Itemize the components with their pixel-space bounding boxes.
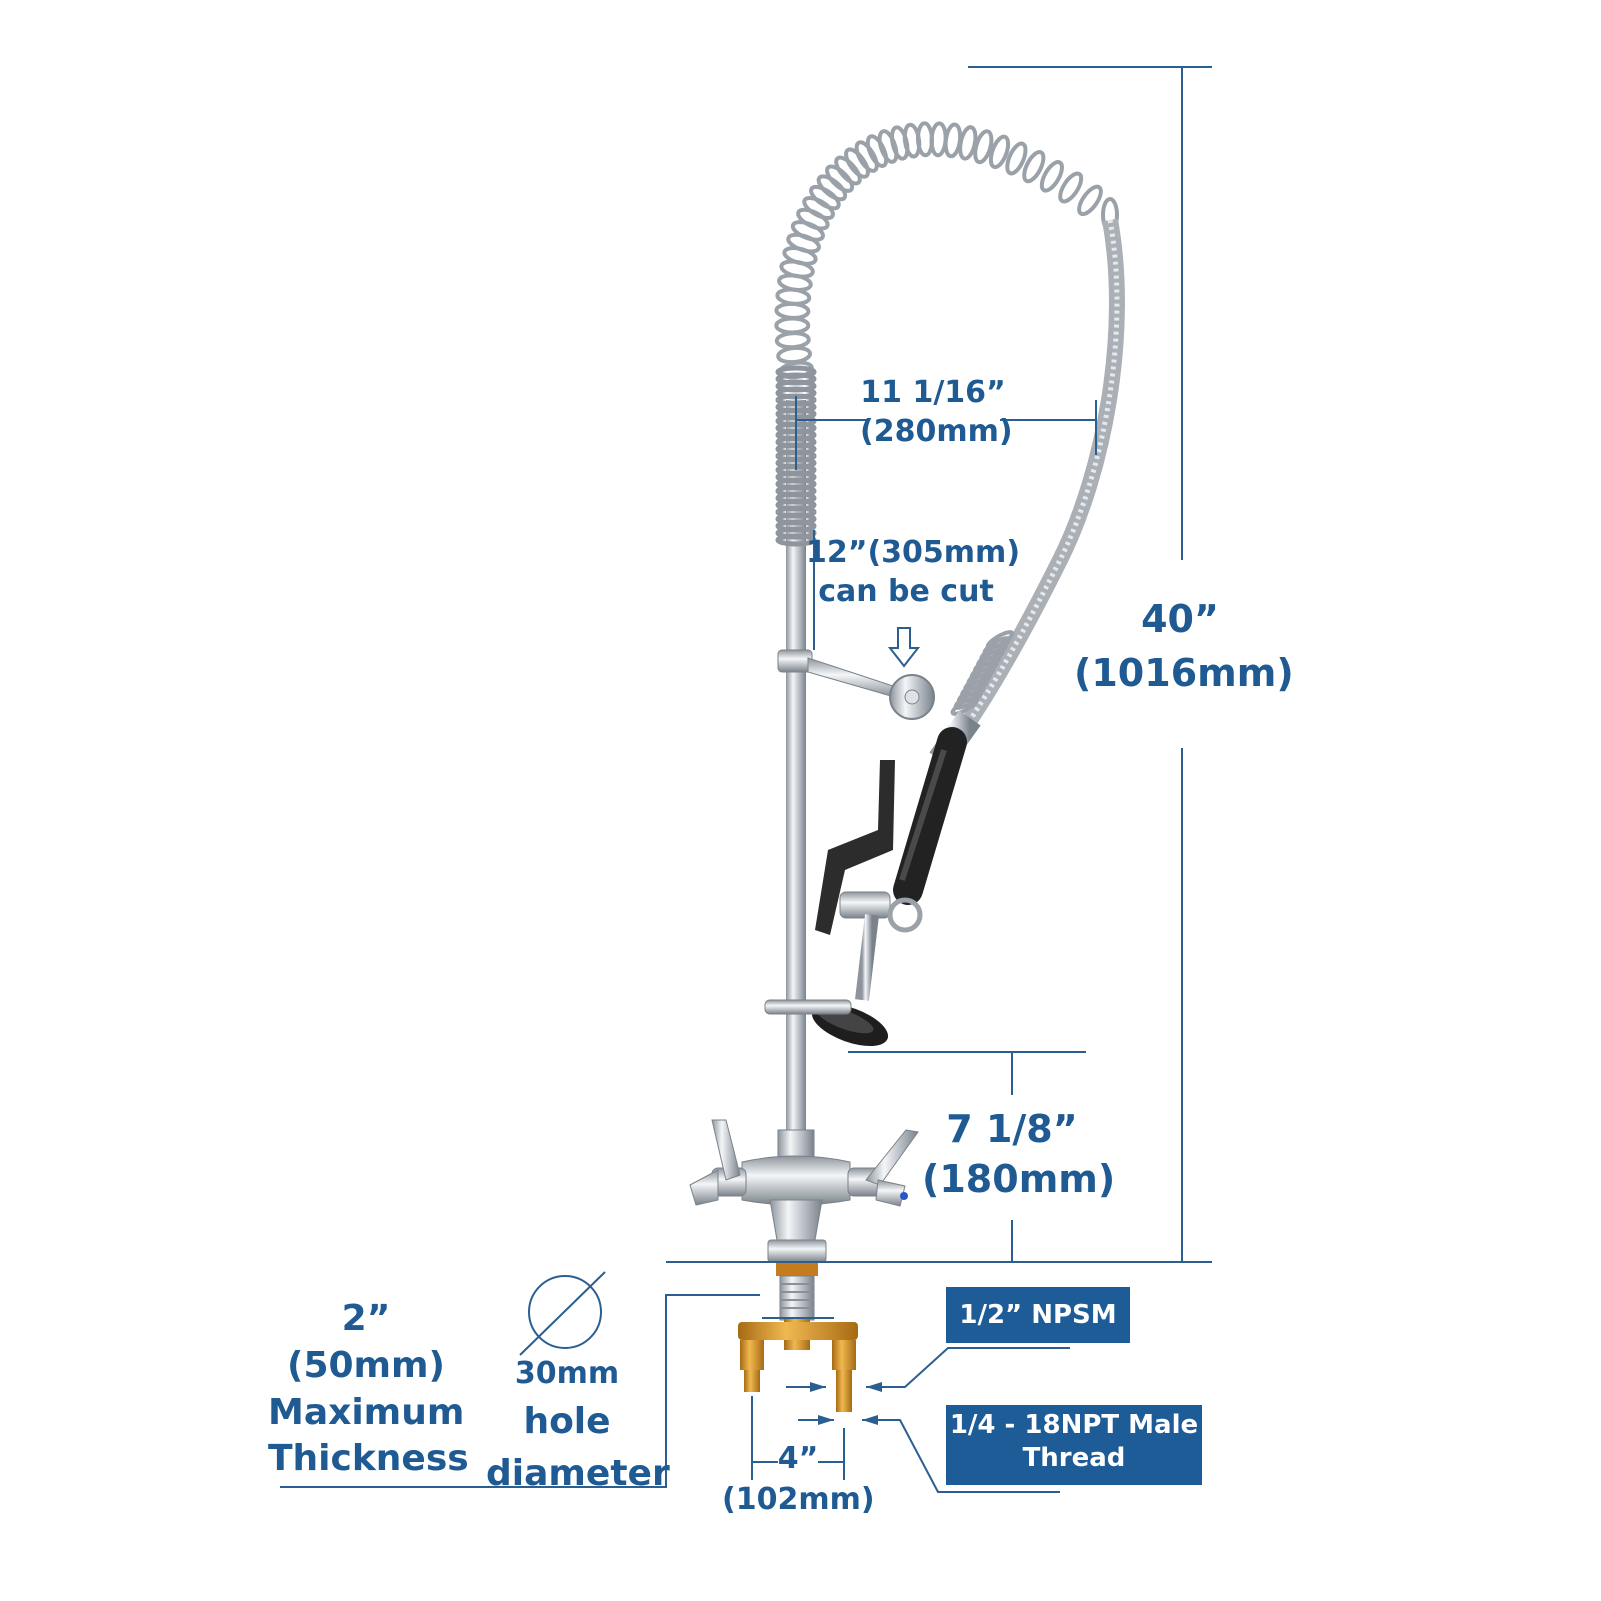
coil-loop (834, 155, 862, 186)
total-height-label: 40” (1016mm) (1074, 597, 1294, 695)
spray-height-label: 7 1/8” (180mm) (922, 1107, 1116, 1201)
npsm-callout-text: 1/2” NPSM (959, 1300, 1117, 1330)
cut-arrow-icon (887, 627, 921, 668)
coil-loop (1039, 160, 1064, 193)
cut-note-length: 12”(305mm) (806, 535, 1021, 570)
hose-guard-spring (950, 630, 1015, 716)
spout-reach-label: 11 1/16” (280mm) (860, 375, 1013, 449)
coil-loop (988, 134, 1011, 170)
spray-hook (764, 999, 852, 1015)
hole-diameter-word1: hole (523, 1400, 611, 1442)
hole-diameter-size: 30mm (514, 1356, 620, 1391)
spray-height-mm: (180mm) (922, 1156, 1116, 1201)
base-shank (767, 1239, 827, 1321)
coil-loop (1077, 184, 1103, 217)
total-height-inches: 40” (1141, 597, 1219, 641)
max-thickness-word2: Thickness (268, 1438, 469, 1480)
faucet-illustration (689, 121, 1125, 1412)
coil-loop (973, 129, 994, 165)
coil-loop (825, 164, 855, 193)
max-thickness-label: 2” (50mm) Maximum Thickness (268, 1296, 469, 1483)
brass-inlets (738, 1318, 858, 1412)
max-thickness-word1: Maximum (268, 1391, 465, 1433)
coil-loop (1022, 150, 1046, 184)
total-height-mm: (1016mm) (1074, 650, 1294, 695)
hole-diameter-word2: diameter (486, 1452, 670, 1494)
cut-note-text: can be cut (818, 573, 994, 609)
npsm-callout: 1/2” NPSM (946, 1287, 1130, 1343)
riser-pipe (786, 400, 806, 1150)
spout-reach-mm: (280mm) (860, 413, 1013, 449)
diameter-symbol-icon (519, 1271, 606, 1356)
coil-loop (877, 129, 899, 164)
dimension-lines (280, 66, 1212, 1493)
npt-callout: 1/4 - 18NPT Male Thread (946, 1405, 1202, 1485)
mixing-valve (689, 1119, 919, 1241)
coil-loop (865, 134, 889, 168)
spout-reach-inches: 11 1/16” (860, 375, 1006, 410)
inlet-spacing-label: 4” (102mm) (722, 1441, 875, 1517)
wall-bracket (777, 649, 935, 720)
max-thickness-mm: (50mm) (286, 1344, 446, 1386)
coil-loop (1005, 141, 1028, 176)
guard-spring-loop (950, 696, 980, 716)
coil-loop (854, 140, 879, 173)
cut-note-label: 12”(305mm) can be cut (806, 535, 1021, 609)
npt-callout-line1: 1/4 - 18NPT Male (949, 1410, 1199, 1440)
coil-loop (844, 147, 870, 179)
coil-loop (774, 331, 811, 350)
inlet-spacing-mm: (102mm) (722, 1481, 875, 1517)
hole-diameter-label: 30mm hole diameter (486, 1352, 670, 1500)
coil-loop (774, 316, 811, 335)
max-thickness-inches: 2” (341, 1298, 391, 1339)
npt-callout-line2: Thread (1022, 1442, 1126, 1473)
arrowheads (810, 1382, 882, 1425)
spray-height-inches: 7 1/8” (946, 1107, 1078, 1151)
coil-spring (774, 121, 1119, 380)
coil-loop (816, 174, 848, 202)
coil-loop (1058, 171, 1084, 204)
spray-valve (811, 710, 981, 1047)
inlet-spacing-inches: 4” (777, 1441, 819, 1476)
